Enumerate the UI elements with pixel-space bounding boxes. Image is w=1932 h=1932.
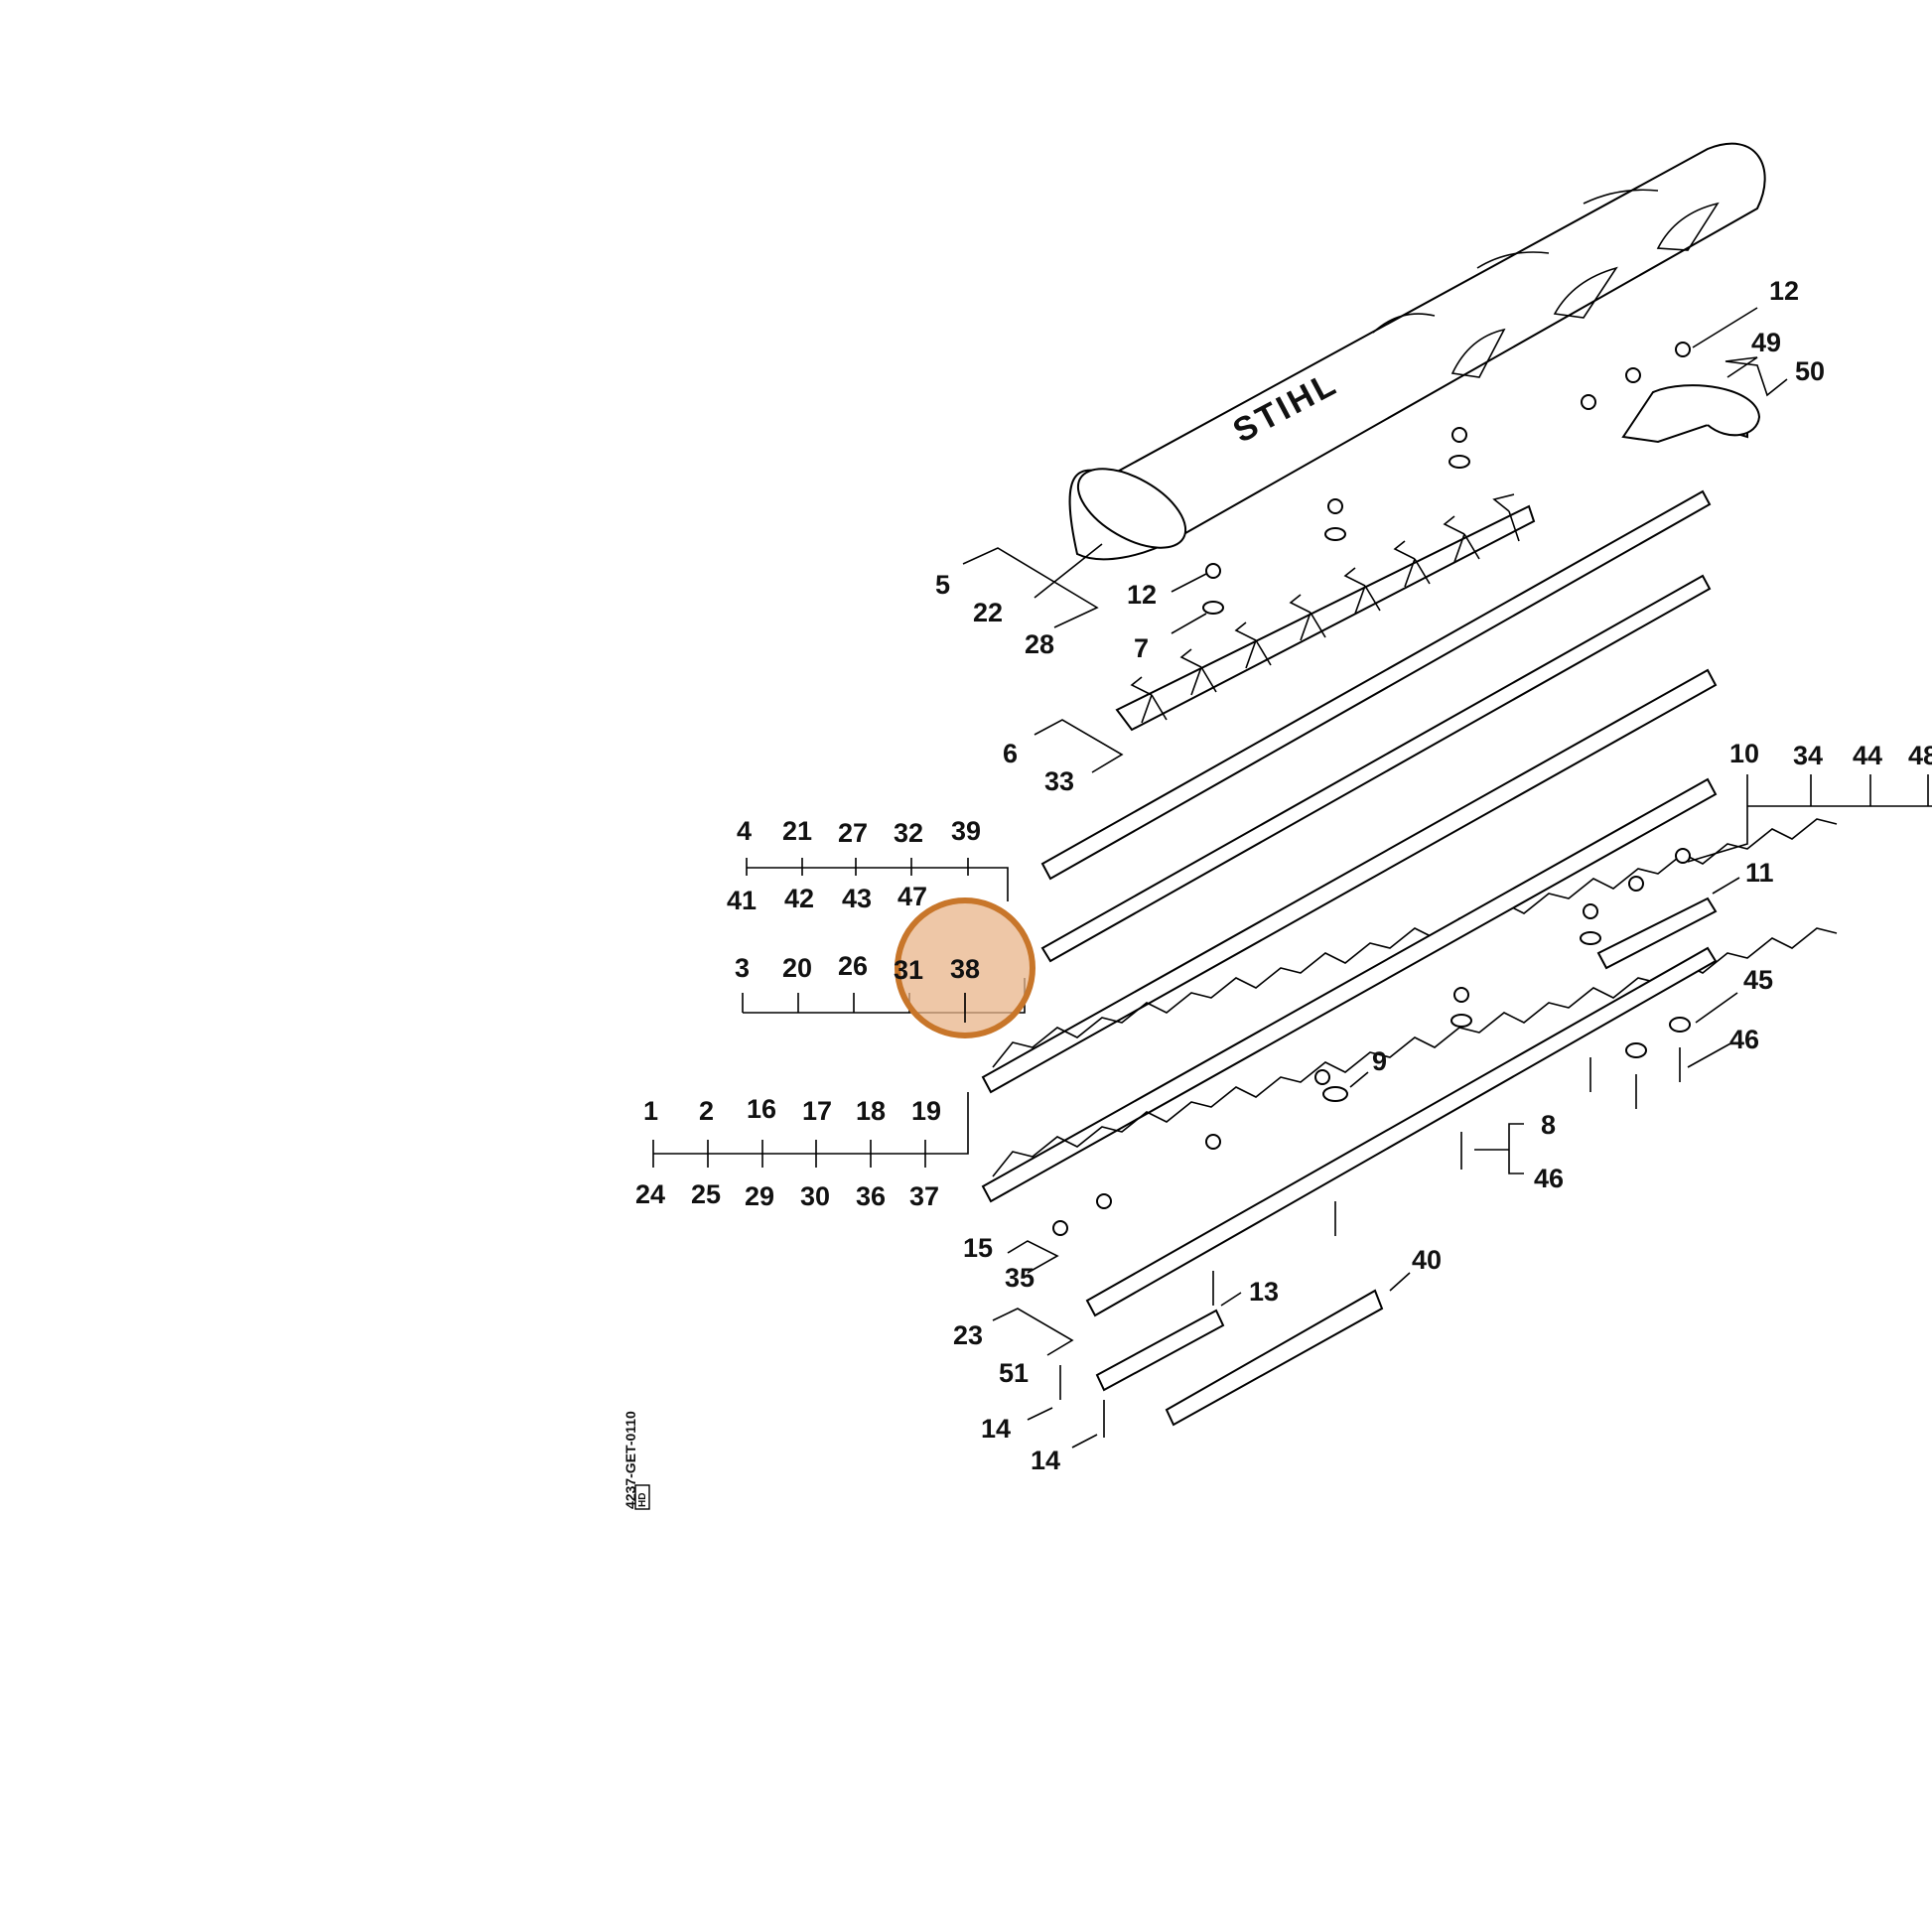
callout-24: 24 [635,1179,665,1209]
svg-text:HD: HD [637,1493,648,1507]
callout-46-b: 46 [1534,1164,1564,1193]
callout-6: 6 [1003,739,1018,768]
leader-lines [652,307,1932,1449]
callout-21: 21 [782,816,812,846]
callout-48: 48 [1908,741,1932,770]
callout-34: 34 [1793,741,1823,770]
callout-23: 23 [953,1320,983,1350]
callout-10: 10 [1729,739,1759,768]
callout-12-b: 12 [1127,580,1157,610]
callout-8: 8 [1541,1110,1556,1140]
lower-bars [1085,897,1718,1427]
callout-35: 35 [1005,1263,1035,1293]
callout-32: 32 [894,818,923,848]
callout-labels: 12 49 50 5 22 28 12 7 6 33 10 34 44 48 1… [635,276,1932,1475]
callout-41: 41 [727,886,757,915]
callout-7: 7 [1134,633,1149,663]
callout-38-highlighted: 38 [950,954,980,984]
callout-4: 4 [737,816,752,846]
callout-46: 46 [1729,1025,1759,1054]
blade-comb [1115,493,1536,732]
svg-text:4237-GET-0110: 4237-GET-0110 [622,1411,638,1509]
callout-16: 16 [747,1094,776,1124]
guard-piece [1621,384,1761,444]
callout-31: 31 [894,955,923,985]
upper-flat-bar [1040,489,1712,963]
callout-14: 14 [981,1414,1011,1444]
callout-19: 19 [911,1096,941,1126]
callout-3: 3 [735,953,750,983]
callout-2: 2 [699,1096,714,1126]
callout-12: 12 [1769,276,1799,306]
callout-17: 17 [802,1096,832,1126]
callout-14-b: 14 [1031,1446,1060,1475]
callout-26: 26 [838,951,868,981]
callout-5: 5 [935,570,950,600]
callout-51: 51 [999,1358,1029,1388]
callout-47: 47 [897,882,927,911]
callout-29: 29 [745,1181,774,1211]
drawing-code: 4237-GET-0110 HD [622,1411,650,1510]
fasteners-lower [1052,848,1691,1438]
callout-27: 27 [838,818,868,848]
fasteners-top [1202,342,1691,615]
callout-39: 39 [951,816,981,846]
callout-20: 20 [782,953,812,983]
callout-25: 25 [691,1179,721,1209]
callout-28: 28 [1025,629,1054,659]
callout-33: 33 [1044,766,1074,796]
callout-50: 50 [1795,356,1825,386]
callout-11: 11 [1745,858,1774,888]
callout-45: 45 [1743,965,1773,995]
callout-30: 30 [800,1181,830,1211]
callout-15: 15 [963,1233,993,1263]
callout-18: 18 [856,1096,886,1126]
callout-22: 22 [973,598,1003,627]
highlight-marker-38[interactable]: 38 [895,897,1035,1038]
callout-40: 40 [1412,1245,1442,1275]
callout-13: 13 [1249,1277,1279,1307]
callout-49: 49 [1751,328,1781,357]
callout-37: 37 [909,1181,939,1211]
callout-43: 43 [842,884,872,913]
cutter-blade-upper [981,668,1838,1094]
callout-1: 1 [643,1096,658,1126]
callout-42: 42 [784,884,814,913]
callout-9: 9 [1372,1046,1387,1076]
callout-36: 36 [856,1181,886,1211]
blade-scabbard: STIHL [1068,142,1766,561]
callout-44: 44 [1853,741,1882,770]
